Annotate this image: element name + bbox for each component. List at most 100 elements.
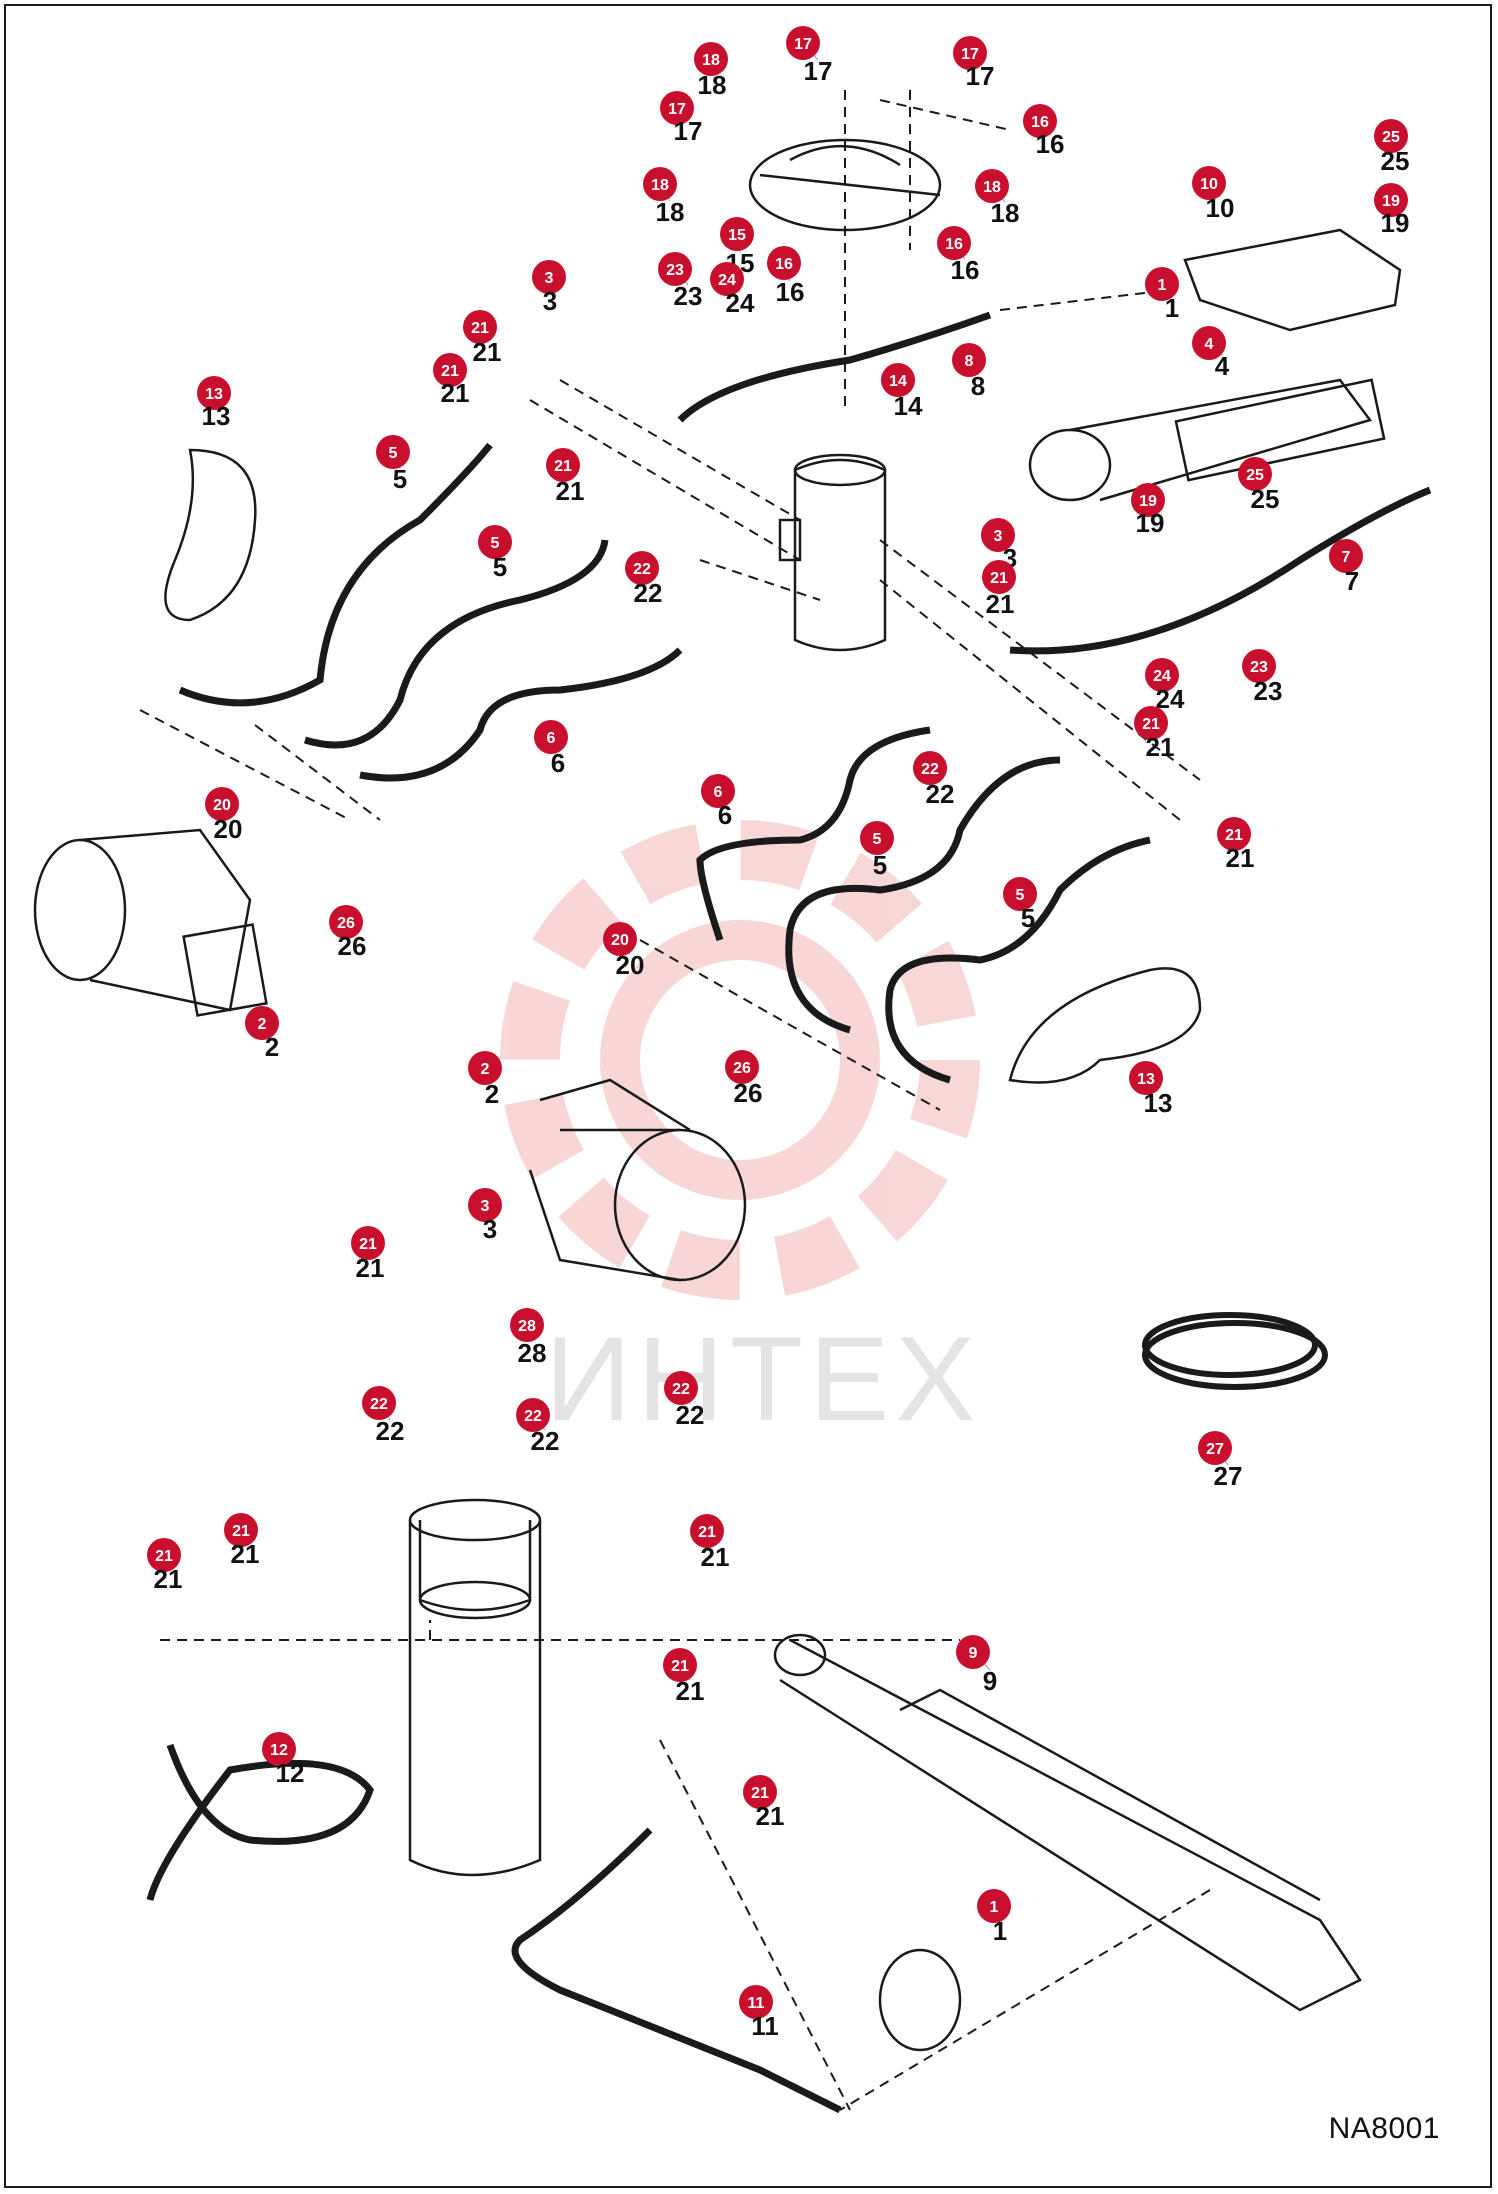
callout-badge <box>1192 326 1226 360</box>
callout-badge <box>982 560 1016 594</box>
callout-label-number: 22 <box>376 1416 405 1446</box>
hose-5a <box>178 442 493 707</box>
callout-5: 55 <box>1003 877 1037 933</box>
callout-badge-number: 25 <box>1246 467 1264 484</box>
hydraulic-cylinder-upper <box>1028 378 1386 502</box>
hose-12 <box>146 1743 374 1901</box>
callout-4: 44 <box>1192 326 1230 381</box>
hose-7 <box>1009 486 1432 655</box>
callout-badge-number: 22 <box>672 1381 690 1398</box>
callout-badge <box>977 1889 1011 1923</box>
callout-label-number: 16 <box>776 277 805 307</box>
callout-badge-number: 21 <box>232 1523 250 1540</box>
callout-badge-number: 27 <box>1206 1441 1224 1458</box>
callout-badge-number: 21 <box>441 363 459 380</box>
callout-label-number: 13 <box>1144 1088 1173 1118</box>
callout-label-number: 28 <box>518 1338 547 1368</box>
hose-5b <box>303 539 609 749</box>
sleeve-13-right <box>1008 967 1202 1084</box>
callout-badge <box>953 36 987 70</box>
callout-label-number: 26 <box>734 1078 763 1108</box>
callout-badge <box>1192 166 1226 200</box>
callout-badge-number: 17 <box>961 46 979 63</box>
hydraulic-cylinder-lower <box>773 1633 1362 2012</box>
callout-label-number: 25 <box>1251 484 1280 514</box>
callout-5: 55 <box>860 821 894 880</box>
callout-badge-number: 16 <box>1031 114 1049 131</box>
callout-1: 11 <box>1145 267 1179 323</box>
callout-label-number: 6 <box>718 800 732 830</box>
callout-badge-number: 24 <box>718 272 736 289</box>
callout-badge-number: 22 <box>921 761 939 778</box>
callout-badge <box>643 167 677 201</box>
callout-badge <box>197 376 231 410</box>
callout-badge-number: 18 <box>702 52 720 69</box>
callout-label-number: 20 <box>616 950 645 980</box>
callout-badge <box>516 1398 550 1432</box>
callout-badge <box>1242 649 1276 683</box>
watermark-gear <box>500 820 980 1300</box>
callout-badge-number: 5 <box>389 445 398 462</box>
callout-label-number: 16 <box>1036 129 1065 159</box>
callout-badge-number: 15 <box>728 227 746 244</box>
callout-1: 11 <box>977 1889 1011 1946</box>
callout-badge-number: 11 <box>748 1995 765 2012</box>
callout-badge <box>1238 457 1272 491</box>
callout-badge-number: 21 <box>554 458 572 475</box>
callout-badge-number: 23 <box>1250 659 1268 676</box>
callout-badge <box>329 905 363 939</box>
callout-badge-number: 4 <box>1205 336 1214 353</box>
callout-badge-number: 16 <box>945 236 963 253</box>
callout-badge-number: 10 <box>1200 176 1218 193</box>
callout-label-number: 23 <box>1254 676 1283 706</box>
callout-badge <box>1374 183 1408 217</box>
callout-badge-number: 3 <box>994 528 1003 545</box>
callout-badge <box>720 217 754 251</box>
callout-badge-number: 12 <box>270 1742 288 1759</box>
callout-badge <box>952 343 986 377</box>
callout-badge <box>1145 267 1179 301</box>
callout-badge-number: 18 <box>651 177 669 194</box>
callout-5: 55 <box>478 525 512 582</box>
callout-label-number: 18 <box>698 70 727 100</box>
callout-label-number: 21 <box>356 1253 385 1283</box>
callout-badge-number: 8 <box>965 353 974 370</box>
callout-label-number: 5 <box>493 552 507 582</box>
drive-motor-left <box>33 828 268 1017</box>
callout-badge-number: 26 <box>337 915 355 932</box>
callout-label-number: 2 <box>485 1079 499 1109</box>
hose-11 <box>511 1827 842 2114</box>
diagram-frame <box>4 4 1492 2188</box>
callout-badge <box>262 1732 296 1766</box>
callout-badge-number: 21 <box>1225 827 1243 844</box>
callout-label-number: 5 <box>1021 903 1035 933</box>
callout-label-number: 11 <box>751 2011 779 2041</box>
callout-badge <box>224 1513 258 1547</box>
callout-label-number: 21 <box>556 476 585 506</box>
callout-label-number: 25 <box>1381 146 1410 176</box>
callout-label-number: 21 <box>701 1542 730 1572</box>
callout-badge-number: 18 <box>983 179 1001 196</box>
callout-badge <box>981 518 1015 552</box>
callout-badge-number: 21 <box>471 320 489 337</box>
callout-badge-number: 2 <box>258 1016 267 1033</box>
callout-badge <box>1145 658 1179 692</box>
callout-7: 77 <box>1329 539 1363 596</box>
hose-6-mid <box>696 726 931 942</box>
